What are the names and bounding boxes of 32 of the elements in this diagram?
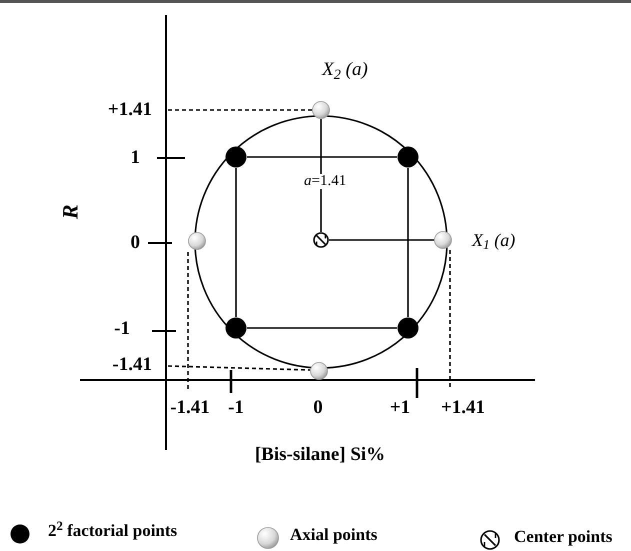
tick-label: 0 bbox=[312, 396, 324, 420]
legend-label: 2$^{2}$ factorial points bbox=[48, 522, 178, 539]
tick-label: 1 bbox=[130, 146, 140, 170]
tick-label: -1 bbox=[113, 317, 130, 341]
tick-label: -1.41 bbox=[169, 396, 211, 420]
axis-label: X$_{2}$ (a) bbox=[320, 58, 369, 82]
tick-label: -1.41 bbox=[111, 353, 152, 377]
factorial-point bbox=[397, 146, 419, 168]
legend-label: Center points bbox=[514, 528, 612, 545]
tick-label: 0 bbox=[130, 231, 140, 255]
connector-line bbox=[407, 168, 409, 317]
tick-label: -1 bbox=[227, 396, 245, 420]
tick-label: +1.41 bbox=[106, 98, 152, 122]
connector-line bbox=[329, 239, 434, 241]
axis-title: [Bis-silane] Si% bbox=[254, 443, 386, 467]
factorial-point bbox=[397, 317, 419, 339]
connector-line bbox=[247, 156, 397, 158]
connector-line bbox=[235, 168, 237, 317]
connector-line bbox=[247, 327, 397, 329]
tick-label: +1.41 bbox=[440, 396, 486, 420]
edge-label: a=1.41 bbox=[303, 174, 348, 189]
axial-point bbox=[310, 362, 328, 380]
axial-point bbox=[434, 231, 452, 249]
axial-point bbox=[188, 232, 206, 250]
tick-label: +1 bbox=[388, 396, 412, 420]
axial-point bbox=[312, 101, 330, 119]
center-point bbox=[313, 232, 329, 248]
axis-title: R bbox=[56, 203, 84, 222]
factorial-point bbox=[225, 317, 247, 339]
factorial-point bbox=[225, 146, 247, 168]
axis-label: X$_{1}$ (a) bbox=[472, 229, 516, 252]
legend-label: Axial points bbox=[290, 526, 378, 543]
